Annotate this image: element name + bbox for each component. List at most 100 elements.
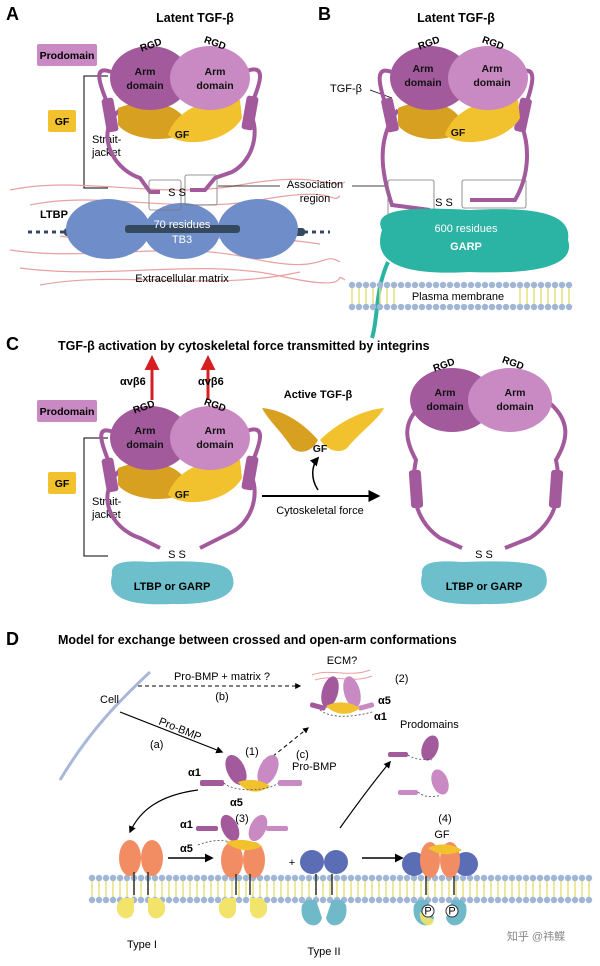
arm-label-a-left-2: domain — [126, 80, 163, 92]
lipid-head — [102, 896, 110, 904]
panel-a-letter: A — [6, 4, 19, 24]
integrin-label-right: αvβ6 — [198, 376, 224, 388]
lipid-head — [383, 303, 391, 311]
lipid-head — [354, 896, 362, 904]
lipid-head — [502, 281, 510, 289]
force-label: Cytoskeletal force — [276, 505, 363, 517]
watermark: 知乎 @祎鰈 — [507, 929, 565, 943]
matrix-label: Extracellular matrix — [135, 273, 229, 285]
lipid-head — [557, 874, 565, 882]
lipid-head — [396, 896, 404, 904]
gf-label-active: GF — [313, 443, 328, 455]
lipid-head — [186, 874, 194, 882]
panel-b-letter: B — [318, 4, 331, 24]
lipid-head — [509, 281, 517, 289]
lipid-head — [550, 896, 558, 904]
lipid-head — [116, 874, 124, 882]
lipid-head — [270, 896, 278, 904]
arm-label-a-right-1: Arm — [204, 66, 225, 78]
lipid-head — [516, 281, 524, 289]
lipid-head — [214, 896, 222, 904]
lipid-head — [432, 303, 440, 311]
arm-label-b-right-1: Arm — [481, 63, 502, 75]
release-arrow — [309, 456, 320, 491]
ltbp-linker-middle — [125, 225, 240, 233]
lipid-head — [529, 874, 537, 882]
lipid-head — [263, 874, 271, 882]
path-b-label: (b) — [215, 691, 228, 703]
lipid-head — [410, 874, 418, 882]
lipid-head — [95, 874, 103, 882]
lipid-head — [348, 303, 356, 311]
legend-prodomain-box-c — [37, 400, 97, 422]
plasma-membrane-d — [88, 874, 593, 904]
lipid-head — [88, 896, 96, 904]
ss-label-c: S S — [168, 549, 186, 561]
active-gf-right — [320, 408, 384, 452]
lipid-head — [529, 896, 537, 904]
lipid-head — [137, 896, 145, 904]
lipid-head — [389, 896, 397, 904]
cell-label: Cell — [100, 694, 119, 706]
lipid-head — [557, 896, 565, 904]
lipid-head — [536, 896, 544, 904]
ecm-label: ECM? — [327, 655, 358, 667]
type-2-receptor: Type II — [300, 850, 348, 958]
lipid-head — [585, 874, 593, 882]
lipid-head — [466, 896, 474, 904]
lipid-head — [137, 874, 145, 882]
lipid-head — [565, 303, 573, 311]
lipid-head — [446, 303, 454, 311]
lipid-head — [537, 303, 545, 311]
to-receptor-arrow — [129, 789, 199, 834]
lipid-head — [564, 896, 572, 904]
legend-prodomain: Prodomain — [40, 50, 95, 62]
lipid-head — [558, 303, 566, 311]
lipid-head — [179, 896, 187, 904]
lipid-head — [446, 281, 454, 289]
lipid-head — [488, 281, 496, 289]
lipid-head — [432, 281, 440, 289]
lipid-head — [523, 281, 531, 289]
lipid-head — [277, 874, 285, 882]
panel-c-letter: C — [6, 334, 19, 354]
ss-label-b: S S — [435, 197, 453, 209]
alpha5-label-2: α5 — [378, 695, 391, 707]
lipid-head — [123, 874, 131, 882]
lipid-head — [200, 896, 208, 904]
lipid-head — [481, 303, 489, 311]
arm-label-a-right-2: domain — [196, 80, 233, 92]
lipid-head — [495, 303, 503, 311]
arm-label-open-right-2: domain — [496, 401, 533, 413]
legend-gf-box — [48, 110, 76, 132]
lipid-head — [494, 874, 502, 882]
lipid-head — [466, 874, 474, 882]
lipid-head — [516, 303, 524, 311]
legend-gf-box-c — [48, 472, 76, 494]
lipid-head — [298, 896, 306, 904]
lipid-head — [235, 874, 243, 882]
lipid-head — [425, 281, 433, 289]
cell-boundary — [58, 670, 152, 781]
lipid-head — [494, 896, 502, 904]
lipid-head — [390, 303, 398, 311]
panel-a-title: Latent TGF-β — [156, 11, 234, 25]
path-a-arrow — [119, 711, 224, 754]
lipid-head — [453, 281, 461, 289]
lipid-head — [172, 874, 180, 882]
lipid-head — [397, 281, 405, 289]
lipid-head — [481, 281, 489, 289]
lipid-head — [355, 281, 363, 289]
tgfb-label-b: TGF-β — [330, 83, 362, 95]
residues-label-a: 70 residues — [154, 219, 211, 231]
lipid-head — [95, 896, 103, 904]
active-gf-left — [262, 408, 318, 452]
arm-label-open-left-1: Arm — [434, 387, 455, 399]
lipid-head — [242, 896, 250, 904]
lipid-head — [544, 303, 552, 311]
lipid-head — [558, 281, 566, 289]
lipid-head — [544, 281, 552, 289]
lipid-head — [571, 874, 579, 882]
lipid-head — [389, 874, 397, 882]
